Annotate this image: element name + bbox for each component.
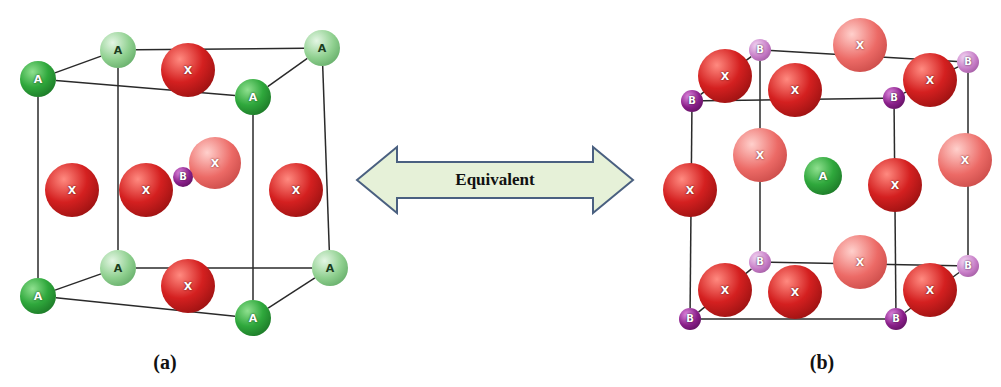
- cube-edge: [268, 58, 308, 86]
- atom-symbol: X: [791, 287, 799, 298]
- x-site-atom: X: [868, 158, 922, 212]
- atom-symbol: B: [756, 45, 764, 55]
- cube-edge: [323, 66, 330, 250]
- x-site-atom: X: [938, 133, 992, 187]
- x-site-atom: X: [698, 49, 752, 103]
- x-site-atom: X: [903, 263, 957, 317]
- x-site-atom: X: [161, 259, 215, 313]
- cube-edge: [37, 97, 39, 278]
- atom-symbol: X: [184, 65, 192, 76]
- atom-symbol: B: [686, 314, 694, 324]
- cube-edge: [252, 115, 254, 300]
- a-site-atom: A: [312, 250, 348, 286]
- cube-edge: [55, 274, 101, 290]
- atom-symbol: X: [721, 71, 729, 82]
- atom-symbol: A: [114, 45, 123, 56]
- x-site-atom: X: [269, 163, 323, 217]
- atom-symbol: B: [179, 172, 187, 182]
- b-site-atom: B: [883, 87, 905, 109]
- atom-symbol: A: [326, 263, 335, 274]
- a-site-atom: A: [804, 157, 842, 195]
- a-site-atom: A: [304, 30, 340, 66]
- b-site-atom: B: [885, 308, 907, 330]
- atom-symbol: X: [184, 281, 192, 292]
- atom-symbol: A: [249, 92, 258, 103]
- x-site-atom: X: [161, 43, 215, 97]
- atom-symbol: X: [292, 185, 300, 196]
- a-site-atom: A: [235, 79, 271, 115]
- x-site-atom: X: [189, 137, 241, 189]
- cube-edge: [55, 56, 101, 73]
- atom-symbol: B: [756, 257, 764, 267]
- atom-symbol: X: [926, 75, 934, 86]
- atom-symbol: A: [34, 291, 43, 302]
- b-site-atom: B: [749, 251, 771, 273]
- atom-symbol: X: [926, 285, 934, 296]
- a-site-atom: A: [100, 32, 136, 68]
- atom-symbol: X: [211, 158, 219, 169]
- x-site-atom: X: [698, 263, 752, 317]
- cube-edge: [136, 48, 304, 50]
- atom-symbol: X: [891, 180, 899, 191]
- equivalence-arrow: Equivalent: [355, 145, 635, 215]
- atom-symbol: A: [318, 43, 327, 54]
- a-site-atom: A: [20, 278, 56, 314]
- atom-symbol: X: [856, 40, 864, 51]
- atom-symbol: B: [688, 96, 696, 106]
- panel-label: (a): [153, 351, 176, 374]
- a-site-atom: A: [235, 300, 271, 336]
- b-site-atom: B: [173, 167, 193, 187]
- x-site-atom: X: [833, 18, 887, 72]
- atom-symbol: B: [964, 57, 972, 67]
- cube-edge: [268, 278, 315, 308]
- x-site-atom: X: [768, 63, 822, 117]
- a-site-atom: A: [20, 61, 56, 97]
- atom-symbol: B: [964, 261, 972, 271]
- atom-symbol: A: [249, 313, 258, 324]
- cube-edge: [117, 68, 119, 250]
- atom-symbol: X: [686, 185, 694, 196]
- atom-symbol: X: [142, 185, 150, 196]
- atom-symbol: A: [114, 263, 123, 274]
- atom-symbol: A: [34, 74, 43, 85]
- cube-edge: [136, 267, 312, 269]
- atom-symbol: X: [68, 185, 76, 196]
- atom-symbol: B: [892, 314, 900, 324]
- atom-symbol: X: [856, 257, 864, 268]
- atom-symbol: A: [819, 171, 828, 182]
- x-site-atom: X: [903, 53, 957, 107]
- a-site-atom: A: [100, 250, 136, 286]
- arrow-outline: [357, 147, 633, 213]
- b-site-atom: B: [749, 39, 771, 61]
- atom-symbol: X: [791, 85, 799, 96]
- atom-symbol: X: [961, 155, 969, 166]
- b-site-atom: B: [957, 51, 979, 73]
- arrow-caption: Equivalent: [455, 170, 534, 190]
- x-site-atom: X: [833, 235, 887, 289]
- b-site-atom: B: [681, 90, 703, 112]
- atom-symbol: X: [756, 150, 764, 161]
- b-site-atom: B: [679, 308, 701, 330]
- b-site-atom: B: [957, 255, 979, 277]
- x-site-atom: X: [663, 163, 717, 217]
- panel-label: (b): [810, 351, 834, 374]
- atom-symbol: B: [890, 93, 898, 103]
- x-site-atom: X: [733, 128, 787, 182]
- atom-symbol: X: [721, 285, 729, 296]
- x-site-atom: X: [768, 265, 822, 319]
- x-site-atom: X: [119, 163, 173, 217]
- x-site-atom: X: [45, 163, 99, 217]
